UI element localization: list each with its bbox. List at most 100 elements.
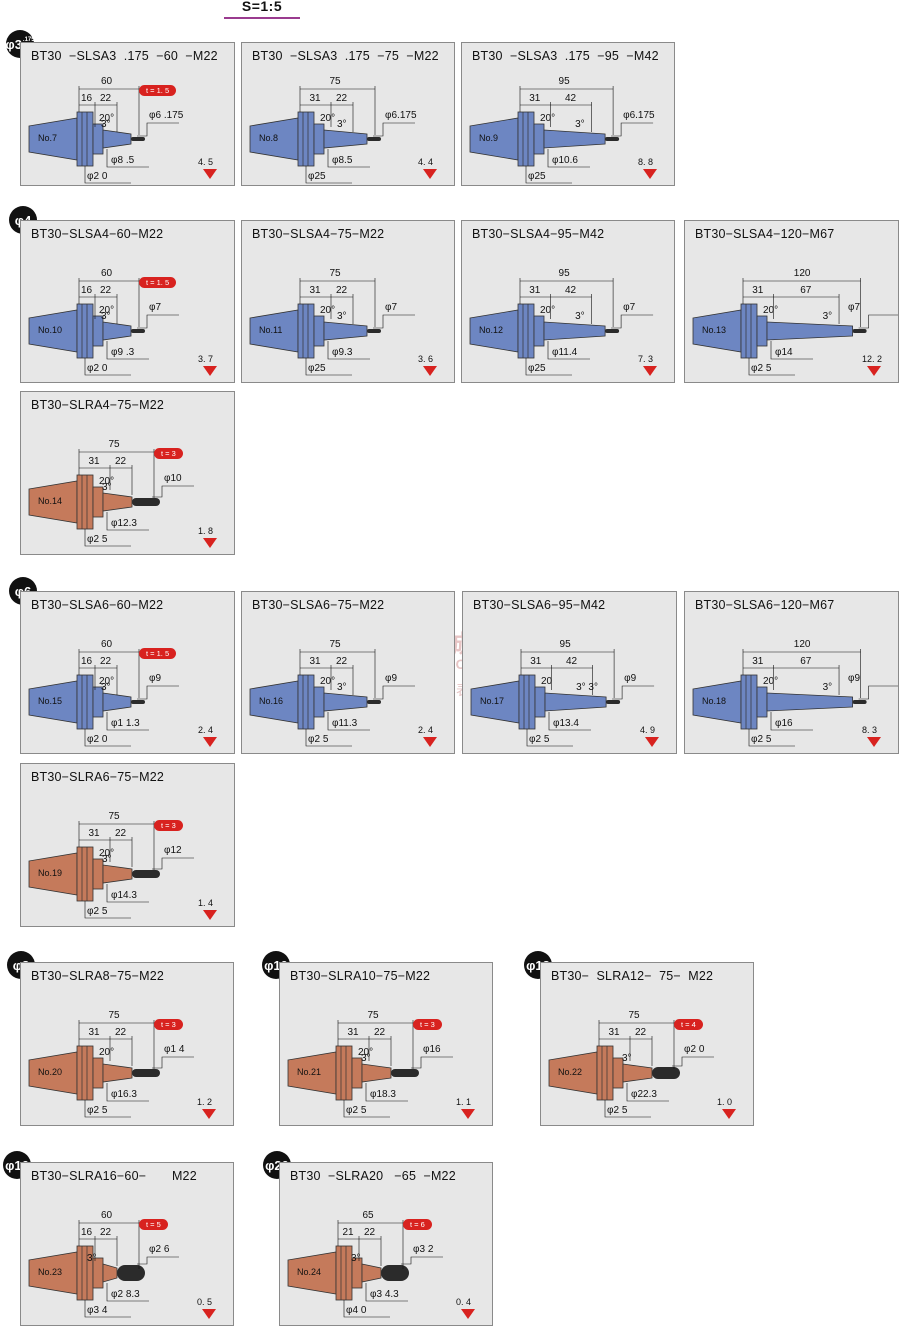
- weight-value: 1. 8: [198, 526, 214, 536]
- dim-body-diameter: φ22.3: [631, 1089, 657, 1100]
- tool-holder-drawing: [470, 649, 655, 747]
- card-title: BT30−SLSA4−95−M42: [472, 227, 605, 241]
- dim-angle: 20°: [540, 113, 556, 124]
- dim-total-length: 60: [101, 639, 113, 650]
- flange: [76, 303, 94, 359]
- dim-step-2: 22: [115, 456, 127, 467]
- dim-base-diameter: φ25: [528, 363, 546, 374]
- leader-tip-diameter: [858, 685, 898, 700]
- dim-step-1: 31: [347, 1027, 359, 1038]
- card-title: BT30−SLSA4−120−M67: [695, 227, 835, 241]
- flange: [517, 111, 535, 167]
- leader-base-diameter: [305, 166, 352, 184]
- dim-total-length: 75: [367, 1010, 379, 1021]
- dim-taper: 3°: [361, 1053, 371, 1064]
- dim-tip-diameter: φ12: [164, 845, 182, 856]
- dim-taper: 3°: [351, 1253, 361, 1264]
- dim-step-1: 31: [752, 656, 764, 667]
- dim-angle: 20°: [99, 848, 115, 859]
- dim-base-diameter: φ25: [528, 171, 546, 182]
- dim-taper: 3°: [337, 311, 347, 322]
- leader-body-diameter: [327, 341, 370, 360]
- dim-body-diameter: φ12.3: [111, 518, 137, 529]
- tool-rod: [132, 498, 160, 506]
- tool-rod: [391, 1069, 419, 1077]
- weight-value: 0. 5: [197, 1297, 213, 1307]
- leader-body-diameter: [327, 712, 370, 731]
- weight-value: 4. 4: [418, 157, 434, 167]
- leader-base-diameter: [526, 729, 573, 747]
- shrink-body: [622, 1063, 653, 1083]
- flange: [518, 674, 536, 730]
- dim-step-1: 16: [81, 1227, 93, 1238]
- card-title: BT30−SLRA6−75−M22: [31, 770, 165, 784]
- leader-base-diameter: [84, 729, 131, 747]
- leader-base-diameter: [343, 1100, 390, 1118]
- flange: [76, 111, 94, 167]
- dim-step-2: 67: [800, 656, 812, 667]
- shrink-body: [766, 692, 853, 712]
- thickness-pill: t = 1. 5: [139, 85, 177, 96]
- tool-rod: [132, 870, 160, 878]
- dim-step-1: 31: [608, 1027, 620, 1038]
- leader-tip-diameter: [411, 1056, 453, 1069]
- weight-value: 7. 3: [638, 354, 654, 364]
- dim-step-1: 16: [81, 93, 93, 104]
- weight-value: 4. 5: [198, 157, 214, 167]
- dim-total-length: 95: [558, 76, 570, 87]
- model-number: No.10: [38, 325, 63, 335]
- tool-holder-drawing: [249, 649, 415, 747]
- dim-angle: 20°: [358, 1047, 374, 1058]
- thickness-pill: t = 1. 5: [139, 648, 177, 659]
- dim-tip-diameter: φ9: [385, 673, 398, 684]
- leader-tip-diameter: [611, 314, 654, 329]
- dim-base-diameter: φ2 5: [87, 906, 108, 917]
- tool-holder-drawing: [469, 86, 654, 184]
- shrink-body: [102, 692, 132, 712]
- dim-body-diameter: φ9.3: [332, 347, 353, 358]
- scale-label: S=1:5: [224, 0, 300, 19]
- dim-body-diameter: φ14.3: [111, 890, 137, 901]
- tool-rod: [131, 137, 145, 141]
- down-arrow-icon: [423, 169, 437, 179]
- tool-rod: [852, 700, 867, 704]
- flange: [76, 474, 94, 530]
- card-title: BT30 −SLSA3 .175 −95 −M42: [472, 49, 659, 63]
- leader-body-diameter: [106, 1083, 149, 1102]
- leader-tip-diameter: [137, 314, 179, 329]
- tool-holder-drawing: [28, 821, 194, 919]
- collar: [756, 686, 768, 718]
- weight-value: 3. 6: [418, 354, 434, 364]
- dim-total-length: 75: [329, 76, 341, 87]
- leader-base-diameter: [305, 358, 352, 376]
- dim-step-2: 22: [115, 1027, 127, 1038]
- tool-rod: [606, 700, 621, 704]
- flange: [76, 1045, 94, 1101]
- leader-body-diameter: [106, 712, 149, 731]
- tool-holder-drawing: [548, 1020, 714, 1118]
- model-number: No.20: [38, 1067, 63, 1077]
- thickness-pill: t = 1. 5: [139, 277, 177, 288]
- leader-tip-diameter: [137, 122, 179, 137]
- flange: [297, 111, 315, 167]
- leader-body-diameter: [106, 884, 149, 903]
- model-number: No.23: [38, 1267, 63, 1277]
- dim-tip-diameter: φ9: [149, 673, 162, 684]
- leader-base-diameter: [84, 1100, 131, 1118]
- tool-rod: [381, 1265, 409, 1281]
- shrink-body: [102, 1263, 118, 1283]
- dim-body-diameter: φ13.4: [553, 718, 579, 729]
- dim-angle: 20°: [99, 113, 115, 124]
- dim-angle: 20°: [320, 676, 336, 687]
- collar: [533, 315, 545, 347]
- dim-taper: 3°: [102, 854, 112, 865]
- weight-value: 12. 2: [862, 354, 883, 364]
- dim-total-length: 75: [108, 1010, 120, 1021]
- dim-angle: 20°: [540, 305, 556, 316]
